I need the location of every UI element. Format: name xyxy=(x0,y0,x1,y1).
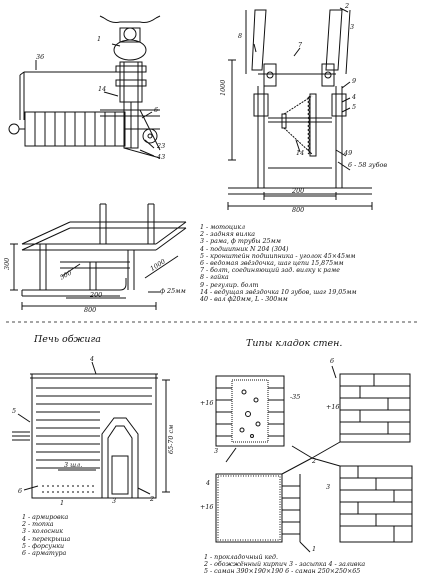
wall-legend-item: 5 - саман 390×190×190 6 - саман 250×250×… xyxy=(204,568,361,576)
callout-4: 4 xyxy=(352,93,357,101)
legend-item: 9 - регулир. болт xyxy=(200,281,259,289)
callout-14-frame: 14 xyxy=(296,149,305,157)
wall-types-title: Типы кладок стен. xyxy=(246,338,343,349)
legend-item: 3 - рама, ф трубы 25мм xyxy=(200,238,281,246)
parts-legend-top: 1 - мотоцикл 2 - задняя вилка 3 - рама, … xyxy=(200,224,357,303)
kiln-drawing xyxy=(12,361,170,499)
wall-callout-3a: 3 xyxy=(214,447,219,455)
wall-callout-minus35: -35 xyxy=(290,393,301,401)
legend-item: 2 - задняя вилка xyxy=(200,231,256,239)
kiln-legend-item: 5 - форсунки xyxy=(22,542,65,550)
callout-6-side: 6 xyxy=(154,106,159,114)
wall-legend-item: 2 - обожжённый кирпич 3 - засыпка 4 - за… xyxy=(204,561,366,569)
kiln-legend: 1 - армировка 2 - топка 3 - колосник 4 -… xyxy=(22,514,70,557)
legend-item: 7 - болт, соединяющий зад. вилку к раме xyxy=(200,267,340,275)
legend-item: 4 - подшипник N 204 (304) xyxy=(200,245,289,253)
kiln-callout-3-shl: 3 шл. xyxy=(64,461,83,469)
kiln-legend-item: 4 - перекрыша xyxy=(22,535,71,543)
dim-800-frame: 800 xyxy=(292,206,305,214)
wall-callout-1: 1 xyxy=(312,545,317,553)
wall-legend-item: 1 - прокладочный кед. xyxy=(204,554,279,561)
legend-item: 6 - ведомая звёздочка, шаг цепи 15,875мм xyxy=(200,260,344,268)
kiln-callout-2: 2 xyxy=(150,495,155,503)
wall-callout-plus16-b: +16 xyxy=(326,403,340,411)
callout-43: 43 xyxy=(157,153,166,161)
wall-callout-plus16-c: +16 xyxy=(200,503,214,511)
callout-3: 3 xyxy=(350,23,355,31)
wall-callout-6: 6 xyxy=(330,357,335,365)
callout-14-side: 14 xyxy=(98,85,107,93)
wall-legend: 1 - прокладочный кед. 2 - обожжённый кир… xyxy=(204,554,365,576)
callout-49: 49 xyxy=(344,149,353,157)
motorcycle-stand-drawing xyxy=(8,15,161,159)
wall-callout-2: 2 xyxy=(312,457,317,465)
callout-5: 5 xyxy=(352,103,357,111)
kiln-dim-height: 65-70 см xyxy=(167,424,175,454)
legend-item: 5 - кронштейн подшипника - уголок 45×45м… xyxy=(200,252,356,260)
frame-isometric xyxy=(10,203,187,310)
legend-item: 14 - ведущая звёздочка 10 зубов, шаг 19,… xyxy=(200,288,357,296)
kiln-callout-3: 3 xyxy=(112,497,117,505)
kiln-title: Печь обжига xyxy=(34,334,101,345)
wall-callout-4: 4 xyxy=(206,479,211,487)
frame-front-view xyxy=(227,7,373,210)
dim-height-1000: 1000 xyxy=(219,79,227,96)
callout-2: 2 xyxy=(345,2,350,10)
wall-types-drawing xyxy=(215,365,413,553)
callout-7: 7 xyxy=(298,41,303,49)
dim-300: 300 xyxy=(3,257,11,270)
dim-pipe-diameter: ф 25мм xyxy=(160,287,186,295)
kiln-legend-item: 6 - арматура xyxy=(22,550,67,558)
callout-9: 9 xyxy=(352,77,357,85)
callout-1: 1 xyxy=(97,35,102,43)
kiln-callout-4: 4 xyxy=(90,355,95,363)
dim-800-iso: 800 xyxy=(84,306,97,314)
callout-8: 8 xyxy=(238,32,243,40)
callout-23: 23 xyxy=(157,142,166,150)
legend-item: 1 - мотоцикл xyxy=(200,224,246,231)
kiln-legend-item: 3 - колосник xyxy=(22,528,63,536)
wall-callout-plus16-a: +16 xyxy=(200,399,214,407)
wall-callout-3b: 3 xyxy=(326,483,331,491)
callout-36: 36 xyxy=(36,53,45,61)
kiln-callout-6: 6 xyxy=(18,487,23,495)
callout-6-frame: 6 - 58 зубов xyxy=(348,161,388,169)
kiln-legend-item: 2 - топка xyxy=(22,521,54,529)
dim-200-frame: 200 xyxy=(292,187,305,195)
legend-item: 40 - вал ф20мм, L - 300мм xyxy=(200,296,288,304)
kiln-callout-1: 1 xyxy=(60,499,65,507)
kiln-callout-5: 5 xyxy=(12,407,17,415)
dim-200-iso: 200 xyxy=(90,291,103,299)
legend-item: 8 - гайка xyxy=(200,274,229,282)
kiln-legend-item: 1 - армировка xyxy=(22,514,69,521)
